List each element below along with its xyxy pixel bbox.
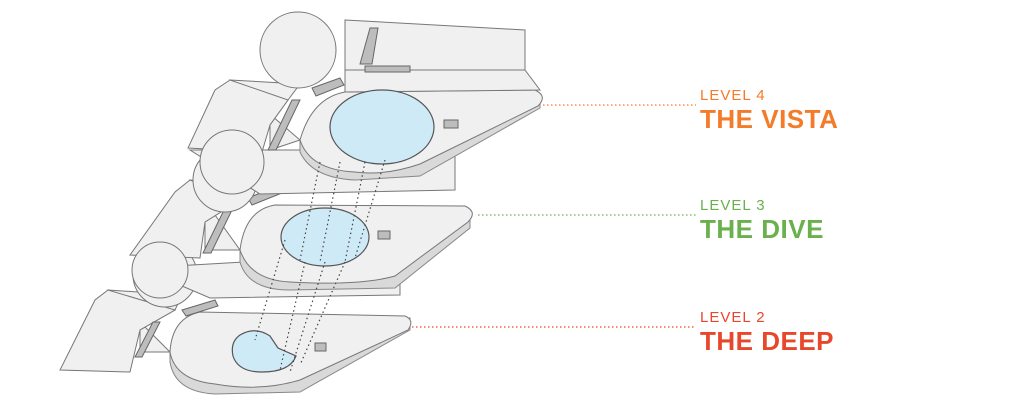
- level-4-title: THE VISTA: [700, 104, 839, 134]
- level-3-number: LEVEL 3: [700, 197, 766, 214]
- level-3-pool: [280, 207, 370, 267]
- level-2-label: LEVEL 2 THE DEEP: [700, 309, 835, 357]
- level-3-title: THE DIVE: [700, 214, 824, 244]
- level-2-pool: [231, 330, 297, 373]
- level-2-number: LEVEL 2: [700, 309, 766, 326]
- level-4-number: LEVEL 4: [700, 87, 766, 104]
- level-3-label: LEVEL 3 THE DIVE: [700, 197, 824, 245]
- level-4-pool: [329, 89, 435, 165]
- pool-connector-lines: [254, 159, 386, 373]
- level-4-label: LEVEL 4 THE VISTA: [700, 87, 839, 135]
- level-2-title: THE DEEP: [700, 326, 835, 356]
